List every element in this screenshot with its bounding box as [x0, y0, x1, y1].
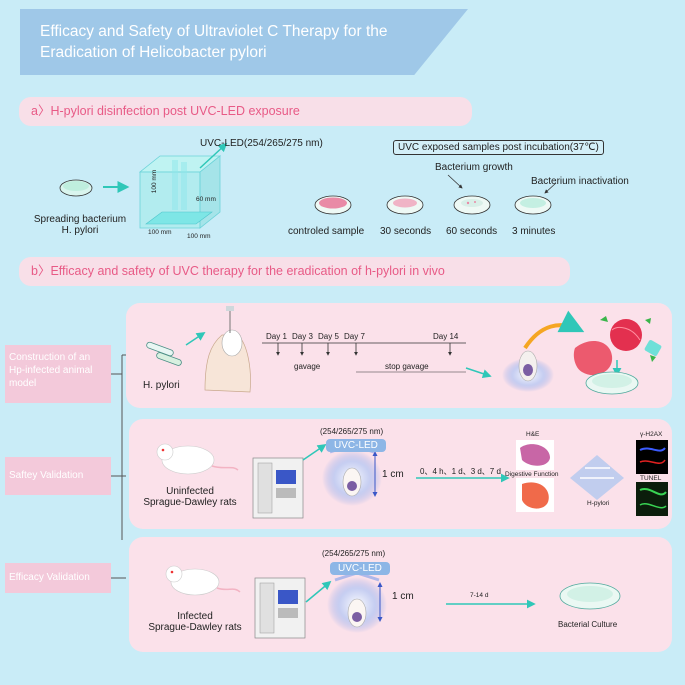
curved-arrow-icon: [523, 310, 585, 350]
h2ax-label: γ-H2AX: [640, 431, 663, 438]
day-label-0: Day 1: [266, 332, 287, 341]
section-a-bar: a〉H-pylori disinfection post UVC-LED exp…: [19, 97, 472, 126]
rat-icon: [156, 443, 239, 475]
side-label-safety: Saftey Validation: [5, 457, 111, 495]
he-label: H&E: [526, 431, 540, 438]
day-label-3: Day 7: [344, 332, 365, 341]
title-line-1: Efficacy and Safety of Ultraviolet C The…: [40, 23, 388, 40]
rat-icon: [502, 350, 554, 392]
section-a-label: a〉H-pylori disinfection post UVC-LED exp…: [31, 104, 300, 118]
sample-label-0: controled sample: [288, 226, 365, 237]
sample-label-1: 30 seconds: [380, 226, 432, 237]
gavage-label: gavage: [294, 362, 321, 371]
efficacy-rats-label: Infected Sprague-Dawley rats: [148, 611, 242, 633]
spreading-label: Spreading bacterium H. pylori: [33, 214, 127, 236]
tunel-label: TUNEL: [640, 475, 662, 482]
bacterium-growth-label: Bacterium growth: [435, 162, 513, 173]
petri-dish-icon: [59, 179, 93, 197]
efficacy-timepoints: 7-14 d: [470, 592, 489, 599]
safety-uvc-led-tag: UVC-LED: [326, 439, 386, 452]
dish-control: [314, 195, 352, 215]
stop-gavage-label: stop gavage: [385, 362, 429, 371]
box-dim-2: 100 mm: [148, 229, 172, 236]
tunel-image-icon: [636, 482, 668, 516]
bacterial-culture-label: Bacterial Culture: [558, 620, 618, 629]
petri-dish-icon: [585, 371, 639, 395]
arrow-icon: [199, 142, 228, 169]
day-label-4: Day 14: [433, 332, 459, 341]
sample-label-3: 3 minutes: [512, 226, 556, 237]
digestive-function-label: Digestive Function: [505, 471, 559, 478]
petri-dish-icon: [559, 582, 621, 610]
safety-rats-label: Uninfected Sprague-Dawley rats: [143, 486, 237, 508]
rat-icon: [165, 565, 241, 596]
uvc-device-icon: [252, 457, 304, 519]
section-b-label: b〉Efficacy and safety of UVC therapy for…: [31, 264, 445, 278]
section-a-diagram: [59, 142, 557, 229]
side-label-construction: Construction of an Hp-infected animal mo…: [5, 345, 111, 403]
efficacy-wavelength: (254/265/275 nm): [322, 549, 386, 558]
dish-3min: [514, 195, 552, 215]
safety-wavelength: (254/265/275 nm): [320, 427, 384, 436]
box-dim-3: 100 mm: [187, 233, 211, 240]
test-tube-icon: [146, 341, 182, 366]
h-pylori-label: H. pylori: [143, 380, 180, 391]
title-line-2: Eradication of Helicobacter pylori: [40, 44, 267, 61]
uvc-device-icon: [254, 577, 306, 639]
day-label-2: Day 5: [318, 332, 339, 341]
box-inner-dim: 60 mm: [196, 196, 216, 203]
h2ax-image-icon: [636, 440, 668, 474]
hand-rat-icon: [204, 306, 251, 393]
safety-distance: 1 cm: [382, 469, 404, 480]
stomach-he-icon: [516, 440, 554, 470]
side-label-efficacy: Efficacy Validation: [5, 563, 111, 593]
efficacy-distance: 1 cm: [392, 591, 414, 602]
incubation-box: UVC exposed samples post incubation(37℃): [393, 140, 604, 155]
title-banner: Efficacy and Safety of Ultraviolet C The…: [20, 9, 468, 75]
day-label-1: Day 3: [292, 332, 313, 341]
safety-timepoints: 0、4 h、1 d、3 d、7 d: [420, 467, 501, 476]
h-pylori-small-label: H-pylori: [587, 500, 610, 507]
section-b-bar: b〉Efficacy and safety of UVC therapy for…: [19, 257, 570, 286]
uvc-led-label: UVC-LED(254/265/275 nm): [200, 138, 323, 149]
efficacy-uvc-led-tag: UVC-LED: [330, 562, 390, 575]
dish-30s: [386, 195, 424, 215]
stomach-icon: [516, 478, 554, 512]
stomach-icon: [573, 341, 613, 376]
bacterium-inactivation-label: Bacterium inactivation: [531, 176, 629, 187]
sample-label-2: 60 seconds: [446, 226, 498, 237]
dish-60s: [453, 195, 491, 215]
